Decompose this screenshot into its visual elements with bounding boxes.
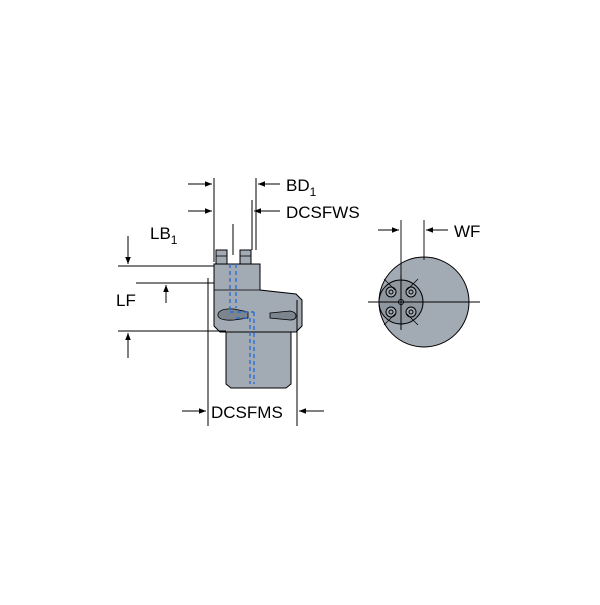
lf-label: LF [116,291,136,310]
head-body [213,263,303,333]
bd1-label: BD1 [286,176,317,199]
side-view [213,224,303,389]
right-slot [269,310,297,321]
clamp-screw-left [215,249,228,265]
lb1-label: LB1 [150,224,178,247]
clamp-screw-right [239,249,252,265]
coolant-channel [229,264,255,384]
dimension-labels: BD1 DCSFWS LB1 LF WF DCSFMS [116,176,480,422]
shank [225,329,292,389]
bolt-pattern [385,286,417,318]
wf-label: WF [454,222,480,241]
dcsfws-label: DCSFWS [286,203,360,222]
dcsfms-label: DCSFMS [211,403,283,422]
dimensions [118,178,448,426]
end-view [368,220,480,348]
